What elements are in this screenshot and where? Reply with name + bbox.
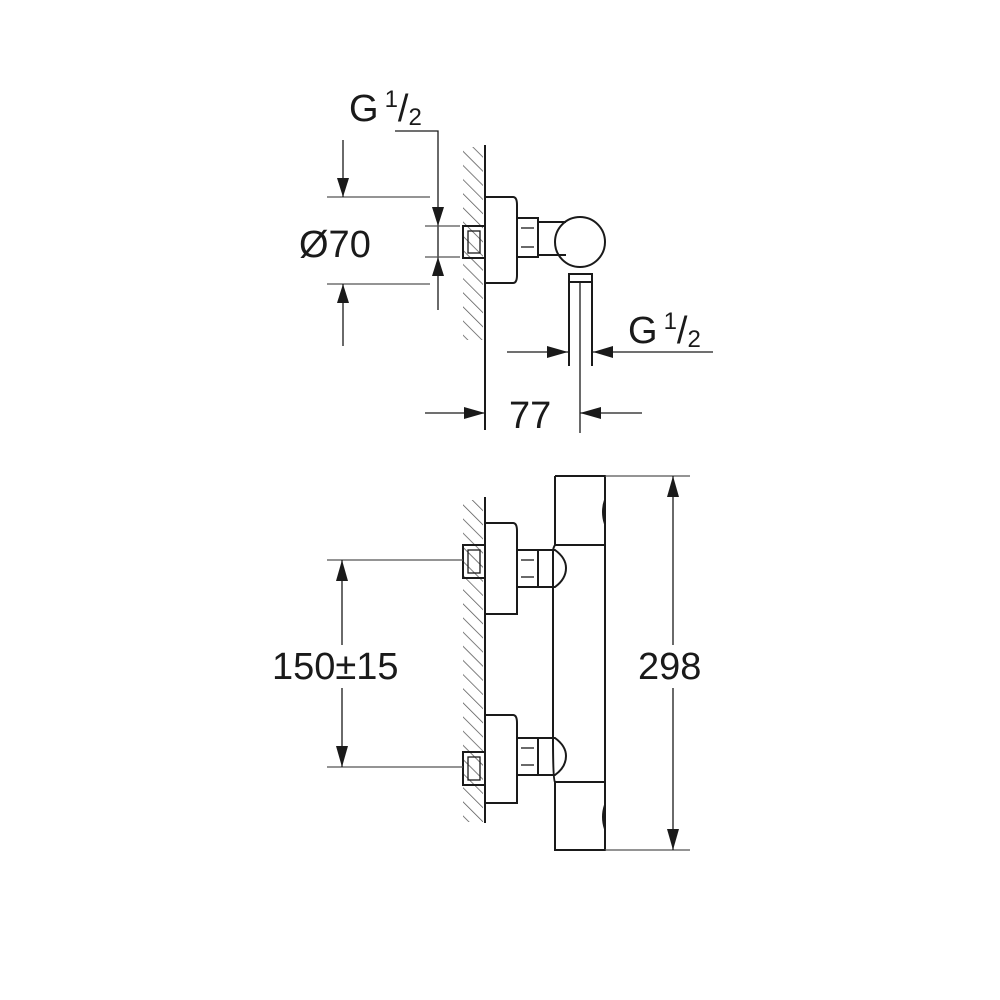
nut <box>516 217 539 258</box>
inlet-stub-top <box>462 544 486 579</box>
height-label: 298 <box>638 646 702 688</box>
outlet-ring <box>568 273 593 283</box>
thermostat-body <box>552 475 606 851</box>
inlet-spacing-label: 150±15 <box>272 646 399 688</box>
connector-top <box>538 549 568 588</box>
wall-hatch <box>463 500 483 822</box>
nut-top <box>516 549 539 588</box>
front-view <box>327 475 690 851</box>
connector-bottom <box>538 737 568 776</box>
connector-pipe <box>538 221 566 256</box>
escutcheon-top <box>485 522 518 615</box>
mixer-body-circle <box>554 216 606 268</box>
wall-hatch <box>463 147 483 340</box>
escutcheon-bottom <box>485 714 518 804</box>
inlet-stub-bottom <box>462 751 486 786</box>
diameter-label: Ø70 <box>299 224 371 266</box>
depth-label: 77 <box>509 395 552 437</box>
side-view <box>327 130 713 433</box>
nut-bottom <box>516 737 539 776</box>
escutcheon <box>485 196 518 284</box>
inlet-stub <box>462 225 486 259</box>
